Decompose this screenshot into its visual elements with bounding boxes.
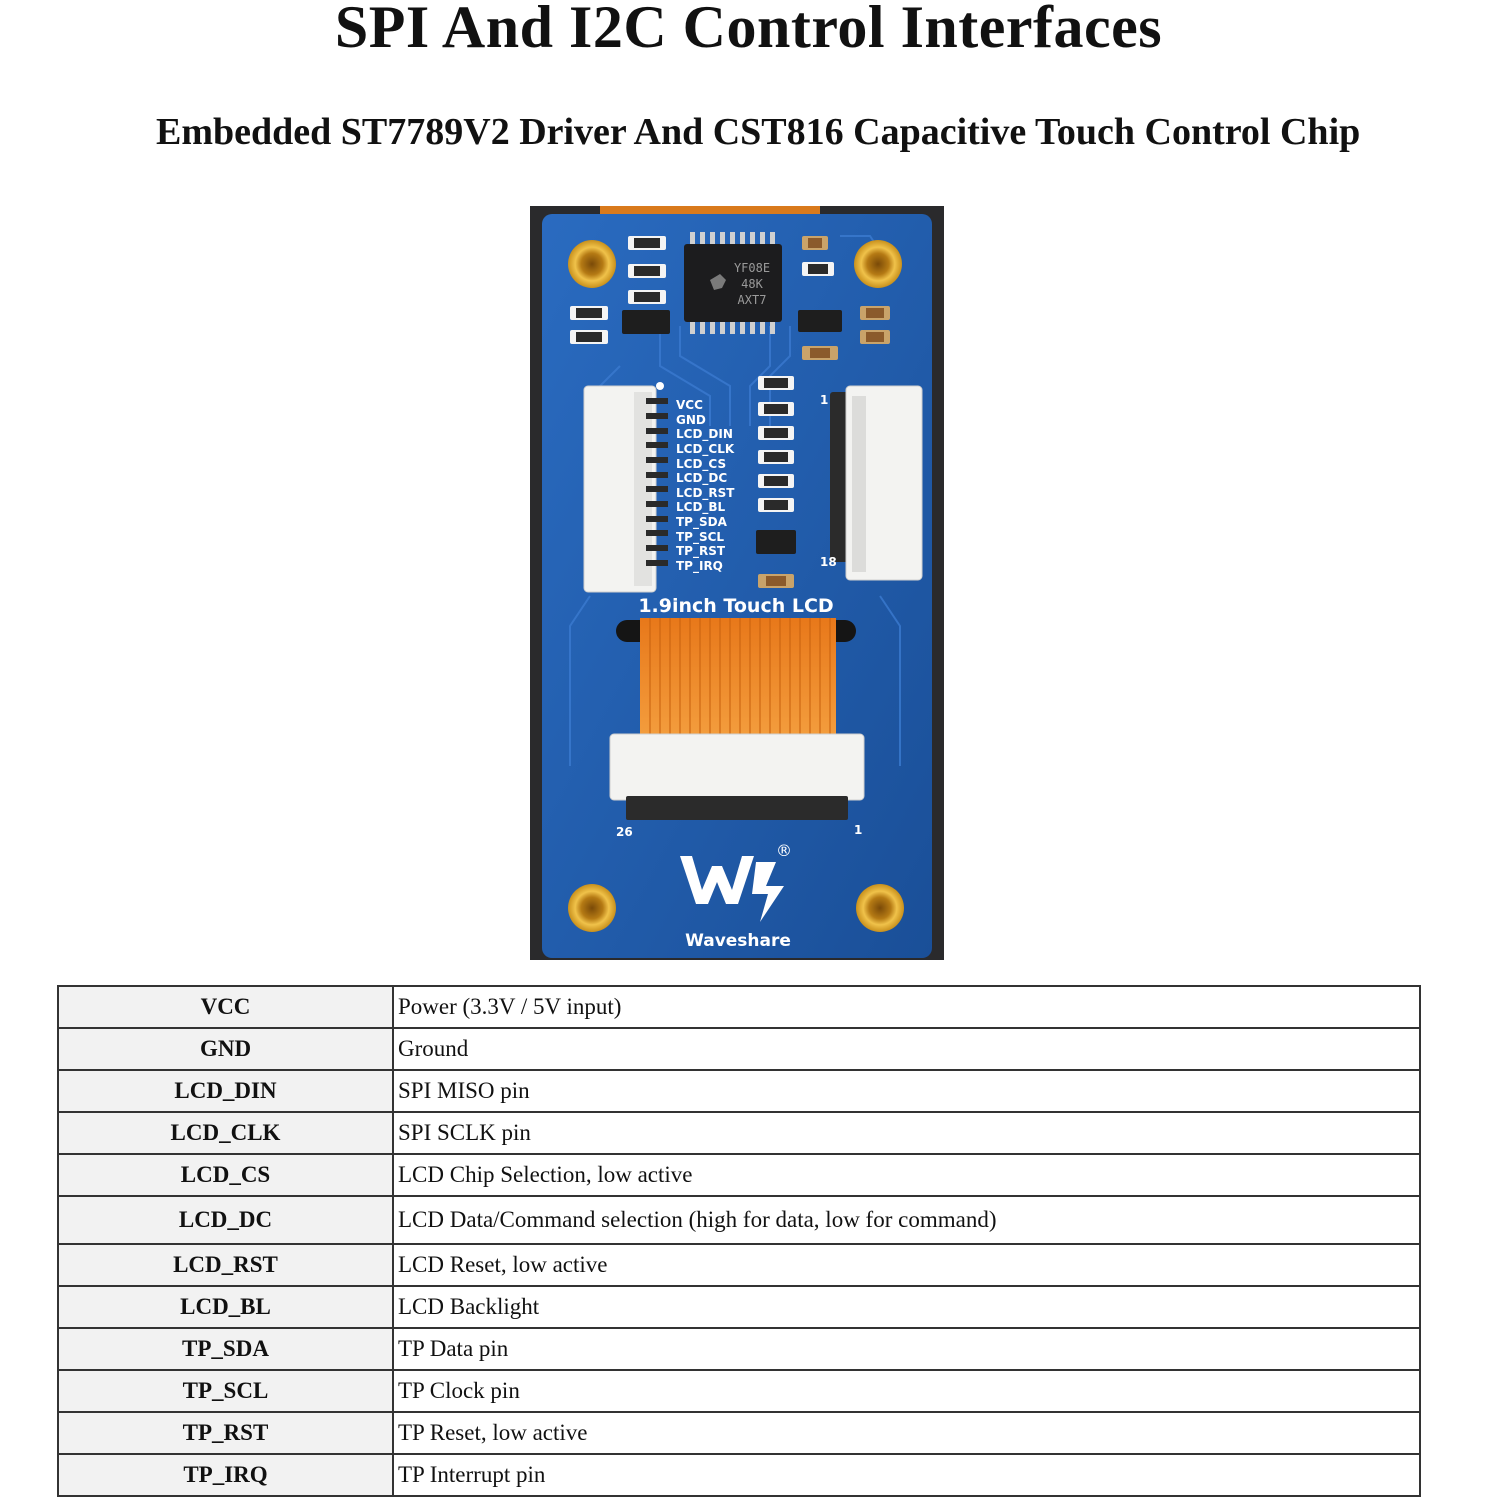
pin-name-cell: TP_SCL [57, 1369, 394, 1413]
pcb-pin-label: VCC [676, 398, 703, 412]
pin-name-cell: LCD_CS [57, 1153, 394, 1197]
pin-name-cell: LCD_DC [57, 1195, 394, 1245]
waveshare-logo: ® Waveshare [680, 841, 792, 951]
pin-name-cell: TP_RST [57, 1411, 394, 1455]
pin-description-cell: SPI SCLK pin [392, 1111, 1421, 1155]
pin-name-cell: GND [57, 1027, 394, 1071]
flex-cable [640, 618, 836, 746]
pcb-pin-label: TP_SDA [676, 515, 728, 530]
ti-logo-icon [710, 274, 726, 290]
pin-name-cell: LCD_RST [57, 1243, 394, 1287]
pin-description-cell: LCD Chip Selection, low active [392, 1153, 1421, 1197]
pin-name-cell: LCD_CLK [57, 1111, 394, 1155]
chip-text-line-3: AXT7 [738, 293, 767, 307]
pin-description-cell: LCD Backlight [392, 1285, 1421, 1329]
bottom-fpc-connector: 26 1 [609, 733, 865, 839]
smd-components [570, 236, 890, 588]
pin-name-cell: LCD_BL [57, 1285, 394, 1329]
pcb-pin-label: TP_SCL [676, 530, 724, 545]
pin-description-cell: TP Clock pin [392, 1369, 1421, 1413]
connector-bottom-pin-1-label: 1 [854, 823, 862, 837]
brand-name: Waveshare [685, 931, 791, 951]
pin-description-cell: TP Interrupt pin [392, 1453, 1421, 1497]
top-flex-edge [600, 206, 820, 214]
pcb-pin-label: LCD_BL [676, 500, 726, 515]
left-connector [583, 382, 668, 593]
pcb-pin-label: TP_RST [676, 544, 726, 559]
page-subtitle: Embedded ST7789V2 Driver And CST816 Capa… [156, 111, 1361, 153]
product-label: 1.9inch Touch LCD [638, 595, 833, 617]
waveshare-logo-bolt-icon [752, 862, 784, 922]
pcb-pin-label: LCD_CS [676, 457, 726, 472]
pin-description-cell: Power (3.3V / 5V input) [392, 985, 1421, 1029]
pcb-pin-label: LCD_DC [676, 471, 727, 486]
pcb-board-illustration: YF08E 48K AXT7 [530, 206, 944, 960]
pcb-pin-label: GND [676, 413, 706, 427]
pcb-pin-label: LCD_DIN [676, 427, 733, 442]
pin-name-cell: LCD_DIN [57, 1069, 394, 1113]
pin-name-cell: VCC [57, 985, 394, 1029]
mounting-hole-bottom-left [568, 884, 616, 932]
chip-text-line-2: 48K [741, 277, 763, 291]
registered-mark: ® [776, 841, 792, 860]
mounting-hole-top-right [854, 240, 902, 288]
pcb-pin-labels: VCC GND LCD_DIN LCD_CLK LCD_CS LCD_DC LC… [676, 398, 735, 574]
driver-chip: YF08E 48K AXT7 [684, 232, 782, 334]
connector-pin-26-label: 26 [616, 825, 633, 839]
pin-description-cell: Ground [392, 1027, 1421, 1071]
pcb-pin-label: LCD_RST [676, 486, 735, 501]
right-fpc-connector: 1 18 [820, 385, 923, 581]
pcb-board-photo: YF08E 48K AXT7 [530, 206, 944, 960]
pin-description-cell: LCD Data/Command selection (high for dat… [392, 1195, 1421, 1245]
pin-name-cell: TP_SDA [57, 1327, 394, 1371]
pin-description-cell: TP Reset, low active [392, 1411, 1421, 1455]
connector-pin-18-label: 18 [820, 555, 837, 569]
chip-text-line-1: YF08E [734, 261, 770, 275]
mounting-holes [568, 240, 904, 932]
pcb-pin-label: LCD_CLK [676, 442, 735, 457]
pin-description-cell: LCD Reset, low active [392, 1243, 1421, 1287]
waveshare-logo-icon [680, 856, 754, 904]
page-title: SPI And I2C Control Interfaces [334, 0, 1163, 60]
pcb-pin-label: TP_IRQ [676, 559, 723, 574]
pin-description-cell: TP Data pin [392, 1327, 1421, 1371]
pin-description-cell: SPI MISO pin [392, 1069, 1421, 1113]
connector-pin-1-label: 1 [820, 393, 828, 407]
pin-name-cell: TP_IRQ [57, 1453, 394, 1497]
mounting-hole-bottom-right [856, 884, 904, 932]
mounting-hole-top-left [568, 240, 616, 288]
